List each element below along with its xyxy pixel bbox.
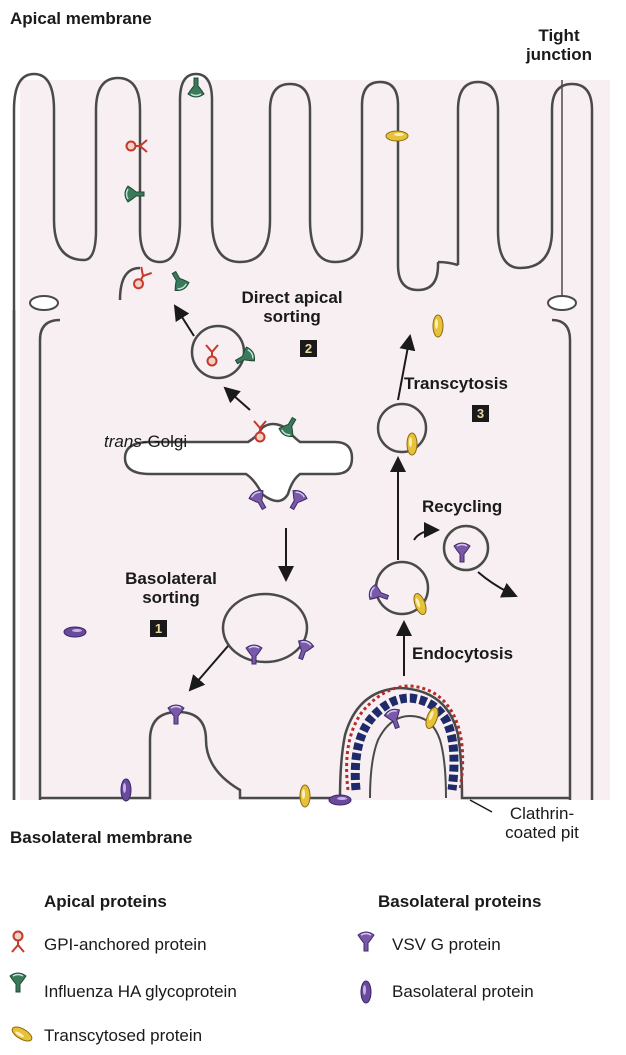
clathrin-label-line-2: coated pit: [492, 823, 592, 842]
tight-junction-label: Tight junction: [516, 26, 602, 64]
basolateral-sorting-label: Basolateral sorting: [116, 569, 226, 607]
step-3-badge: 3: [472, 405, 489, 422]
trans-golgi-rest: -Golgi: [142, 432, 187, 451]
legend-transcytosed-label: Transcytosed protein: [44, 1026, 202, 1045]
trans-golgi-label: trans-Golgi: [104, 432, 187, 451]
trans-golgi-italic: trans: [104, 432, 142, 451]
direct-apical-label-line-1: Direct apical: [222, 288, 362, 307]
tight-junction-label-line-1: Tight: [516, 26, 602, 45]
endocytosis-label: Endocytosis: [412, 644, 513, 663]
legend-gpi-label: GPI-anchored protein: [44, 935, 207, 954]
basolateral-membrane-label: Basolateral membrane: [10, 828, 192, 847]
transcytosis-label: Transcytosis: [404, 374, 508, 393]
direct-apical-label-line-2: sorting: [222, 307, 362, 326]
basolateral-sorting-line-1: Basolateral: [116, 569, 226, 588]
clathrin-label-line-1: Clathrin-: [492, 804, 592, 823]
step-2-badge: 2: [300, 340, 317, 357]
tight-junction-label-line-2: junction: [516, 45, 602, 64]
legend-basolateral-label: Basolateral protein: [392, 982, 534, 1001]
tight-junction-left: [30, 296, 58, 310]
gpi-anchored-protein-icon: [12, 932, 24, 953]
apical-proteins-title: Apical proteins: [44, 892, 167, 911]
legend-ha-label: Influenza HA glycoprotein: [44, 982, 237, 1001]
tight-junction-right: [548, 296, 576, 310]
legend-vsvg-label: VSV G protein: [392, 935, 501, 954]
apical-membrane-label: Apical membrane: [10, 9, 152, 28]
recycling-label: Recycling: [422, 497, 502, 516]
basolateral-proteins-title: Basolateral proteins: [378, 892, 541, 911]
step-1-badge: 1: [150, 620, 167, 637]
clathrin-coated-pit-label: Clathrin- coated pit: [492, 804, 592, 842]
influenza-ha-glycoprotein-icon: [10, 973, 26, 992]
basolateral-sorting-line-2: sorting: [116, 588, 226, 607]
basolateral-protein-icon: [361, 981, 371, 1003]
vsv-g-protein-icon: [358, 932, 374, 951]
direct-apical-sorting-label: Direct apical sorting: [222, 288, 362, 326]
transcytosed-protein-icon: [10, 1024, 34, 1044]
